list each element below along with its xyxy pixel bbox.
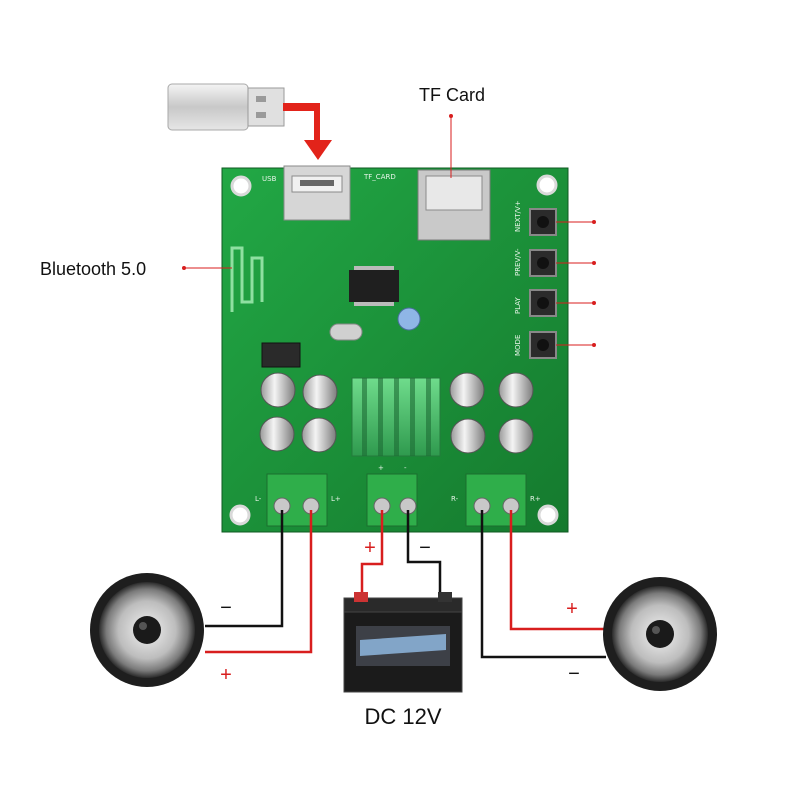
callouts xyxy=(182,114,596,347)
usb-plug-icon xyxy=(167,83,285,131)
right-speaker-icon xyxy=(603,577,717,691)
amplifier-board: USB TF_CARD xyxy=(221,165,569,533)
main-chip xyxy=(349,266,399,306)
crystal xyxy=(329,323,363,341)
wire-left-positive xyxy=(205,510,313,654)
silk-usb: USB xyxy=(262,175,277,183)
left-minus-sign: − xyxy=(220,597,232,619)
small-capacitor xyxy=(397,307,421,331)
wire-right-positive xyxy=(509,510,606,631)
power-minus-sign: − xyxy=(419,537,431,559)
silk-r-minus: R- xyxy=(451,495,459,503)
left-speaker-icon xyxy=(90,573,204,687)
heatsink xyxy=(351,377,441,457)
wire-power-positive xyxy=(360,510,384,602)
battery-icon xyxy=(343,592,463,693)
tf-card-label: TF Card xyxy=(419,85,485,105)
silk-mode: MODE xyxy=(514,335,522,356)
silk-r-plus: R+ xyxy=(530,495,541,503)
power-plus-sign: + xyxy=(364,537,376,559)
silk-next: NEXT/V+ xyxy=(514,200,522,232)
silk-minus: - xyxy=(404,464,407,472)
silk-plus: + xyxy=(378,464,384,472)
insert-arrow-icon xyxy=(283,103,332,160)
wire-left-negative xyxy=(205,510,284,628)
left-plus-sign: + xyxy=(220,664,232,686)
mounting-holes xyxy=(229,174,559,526)
bluetooth-label: Bluetooth 5.0 xyxy=(40,259,146,279)
terminal-blocks xyxy=(266,473,527,527)
wire-right-negative xyxy=(480,510,606,659)
silk-l-minus: L- xyxy=(255,495,262,503)
right-minus-sign: − xyxy=(568,663,580,685)
wire-power-negative xyxy=(406,510,442,602)
power-label: DC 12V xyxy=(364,704,441,729)
polarity-signs: − + + − + − xyxy=(220,537,580,686)
wires xyxy=(205,510,606,659)
silk-prev: PREV/V- xyxy=(514,248,522,276)
silk-tf: TF_CARD xyxy=(363,173,396,181)
bluetooth-antenna-trace xyxy=(230,246,264,312)
regulator xyxy=(261,342,301,368)
silk-l-plus: L+ xyxy=(331,495,341,503)
tf-card-slot xyxy=(417,169,491,241)
electrolytic-capacitors xyxy=(259,372,534,454)
silk-play: PLAY xyxy=(514,296,522,314)
usb-port xyxy=(283,165,351,221)
right-plus-sign: + xyxy=(566,598,578,620)
